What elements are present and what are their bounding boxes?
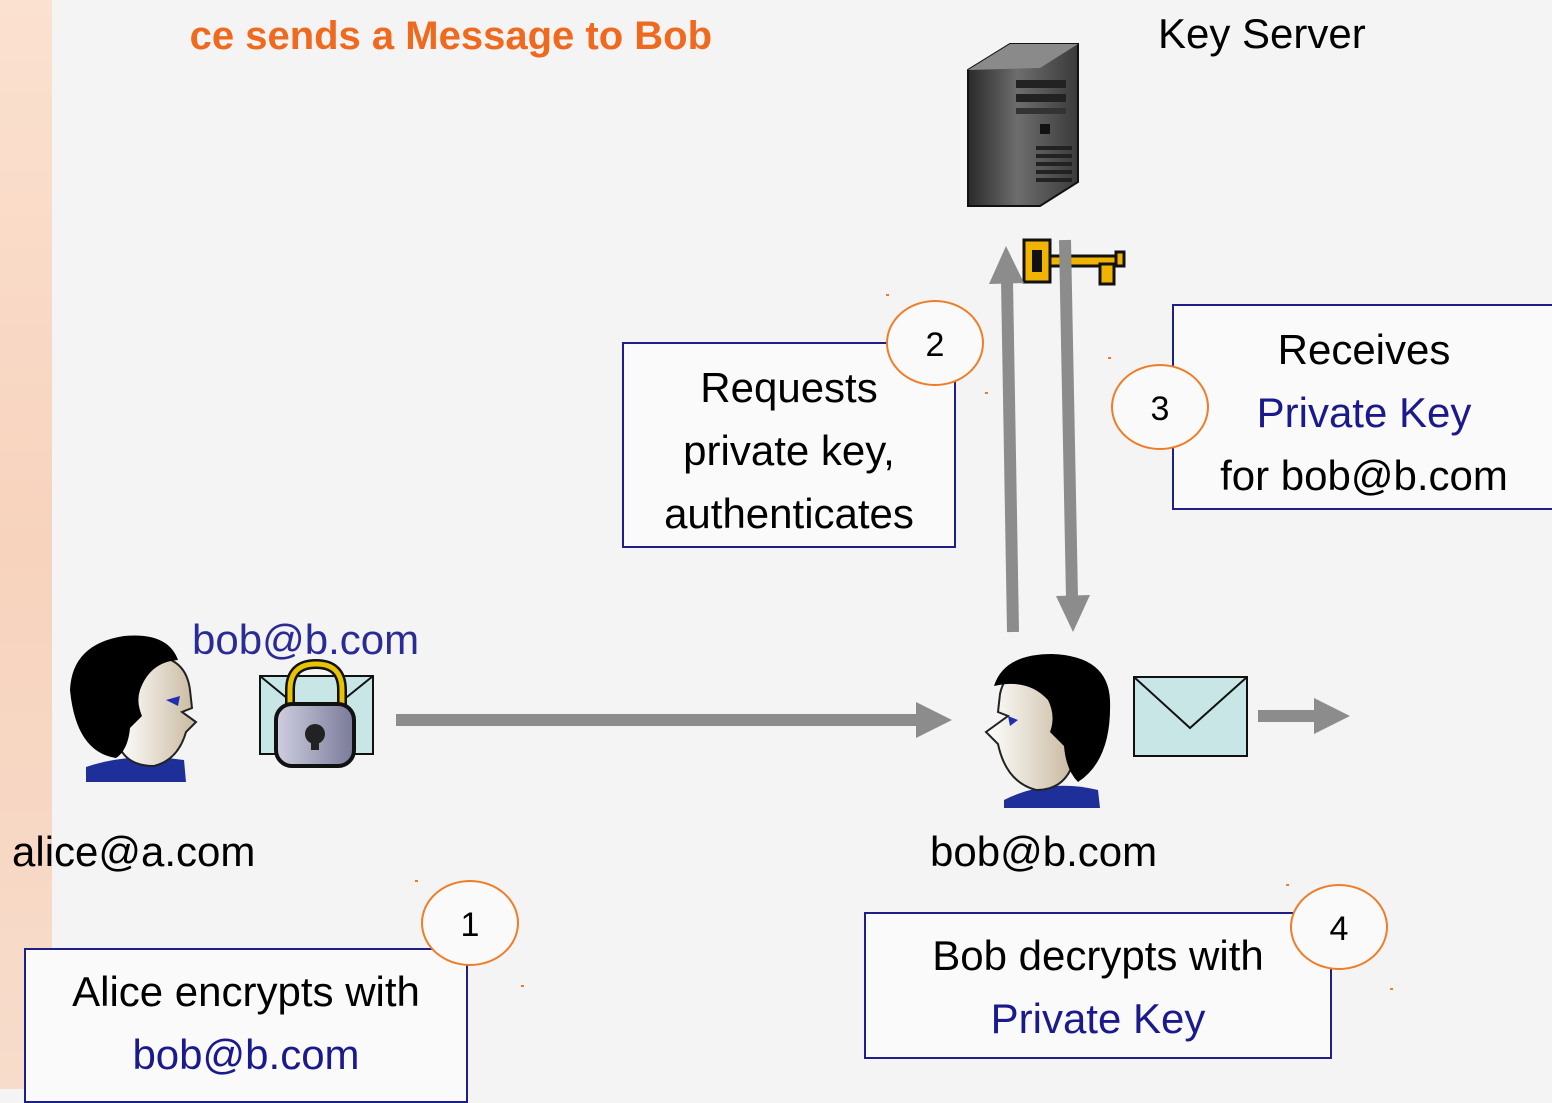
response-arrow	[1056, 239, 1090, 632]
server-icon	[967, 43, 1079, 207]
step-3-trailing-text: for bob@b.com	[1220, 452, 1508, 499]
step-2-dot-a	[886, 294, 889, 296]
step-1-box: Alice encrypts with bob@b.com	[24, 948, 468, 1103]
alice-email-label: alice@a.com	[12, 828, 256, 875]
step-4-dot-a	[1286, 884, 1289, 886]
step-4-highlight: Private Key	[990, 995, 1206, 1042]
step-4-box: Bob decrypts with Private Key	[864, 912, 1332, 1059]
locked-envelope-icon	[259, 658, 374, 768]
step-2-text-line-2: private key,	[683, 427, 895, 474]
step-4-badge: 4	[1290, 884, 1388, 970]
bob-person-icon	[984, 654, 1111, 808]
step-3-badge: 3	[1111, 364, 1209, 450]
step-2-text-line-1: Requests	[700, 364, 878, 411]
bob-email-label: bob@b.com	[930, 828, 1158, 875]
step-1-highlight: bob@b.com	[132, 1031, 360, 1078]
step-1-dot-a	[415, 880, 418, 882]
output-arrow	[1258, 698, 1350, 734]
send-arrow	[396, 702, 952, 738]
step-3-box: Receives Private Key for bob@b.com	[1172, 304, 1552, 510]
step-2-badge: 2	[886, 300, 984, 386]
step-1-text: Alice encrypts with	[72, 968, 420, 1015]
envelope-icon	[1133, 676, 1248, 757]
step-1-dot-b	[521, 985, 524, 987]
request-arrow	[989, 246, 1024, 633]
step-1-badge: 1	[421, 880, 519, 966]
step-4-text: Bob decrypts with	[932, 932, 1264, 979]
alice-person-icon	[70, 635, 198, 782]
step-3-dot-a	[1108, 357, 1111, 359]
envelope-recipient-label: bob@b.com	[192, 616, 420, 663]
title-accent-band	[0, 0, 52, 1089]
step-3-text: Receives	[1277, 326, 1451, 373]
slide-title: ce sends a Message to Bob	[189, 14, 712, 58]
step-2-dot-b	[985, 392, 988, 394]
step-2-box: Requests private key, authenticates	[622, 342, 956, 548]
step-4-dot-b	[1390, 988, 1393, 990]
step-2-text-line-3: authenticates	[664, 490, 914, 537]
key-icon	[1022, 238, 1126, 286]
key-server-label: Key Server	[1158, 10, 1366, 57]
step-3-highlight: Private Key	[1256, 389, 1472, 436]
